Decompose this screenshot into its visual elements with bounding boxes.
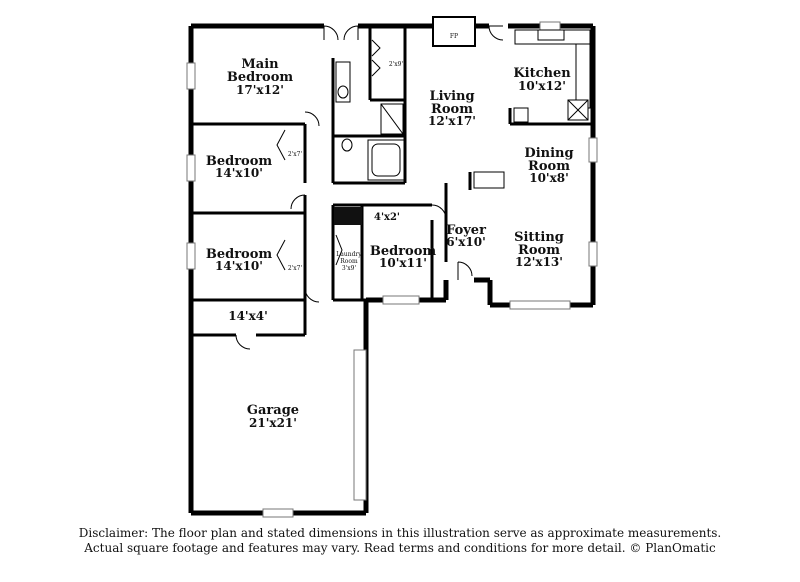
storage-dim: 14'x4' xyxy=(228,309,268,323)
closet-main-dim: 2'x9' xyxy=(389,61,404,68)
disclaimer-line-1: Disclaimer: The floor plan and stated di… xyxy=(78,526,722,540)
kitchen-name: Kitchen xyxy=(513,66,571,81)
garage-name: Garage xyxy=(247,403,299,418)
closet-block xyxy=(334,207,362,225)
fireplace-label: FP xyxy=(450,33,458,40)
fireplace: FP xyxy=(432,16,476,47)
main-bedroom-name-1: Main xyxy=(241,57,279,72)
laundry-dim: 3'x9' xyxy=(342,265,357,272)
living-room-name-1: Living xyxy=(429,89,474,104)
sitting-room-name-2: Room xyxy=(518,243,560,258)
disclaimer-line-2: Actual square footage and features may v… xyxy=(84,541,716,555)
bedroom-2-name: Bedroom xyxy=(206,154,273,169)
laundry-name-1: Laundry xyxy=(336,251,362,258)
kitchen-dim: 10'x12' xyxy=(518,79,566,93)
living-room-name-2: Room xyxy=(431,102,473,117)
sitting-room-dim: 12'x13' xyxy=(515,255,563,269)
garage-door xyxy=(353,349,367,501)
bedroom-3-dim: 14'x10' xyxy=(215,259,263,273)
bedroom-2-dim: 14'x10' xyxy=(215,166,263,180)
floor-plan: FP xyxy=(186,16,598,518)
fixtures xyxy=(335,29,591,189)
living-room-dim: 12'x17' xyxy=(428,114,476,128)
main-bedroom-dim: 17'x12' xyxy=(236,83,284,97)
sitting-room-name-1: Sitting xyxy=(514,230,564,245)
doors xyxy=(235,25,504,350)
foyer-name: Foyer xyxy=(446,223,486,238)
garage-dim: 21'x21' xyxy=(249,416,297,430)
dining-room-dim: 10'x8' xyxy=(529,171,569,185)
closet-b2-dim: 2'x7' xyxy=(288,151,303,158)
bedroom-3-name: Bedroom xyxy=(206,247,273,262)
closet-b3-dim: 2'x7' xyxy=(288,265,303,272)
foyer-dim: 6'x10' xyxy=(446,235,486,249)
interior-walls xyxy=(193,26,593,337)
closet-b4-dim: 4'x2' xyxy=(374,212,400,223)
bedroom-4-dim: 10'x11' xyxy=(379,256,427,270)
bedroom-4-name: Bedroom xyxy=(370,244,437,259)
dining-room-name-1: Dining xyxy=(524,146,573,161)
main-bedroom-name-2: Bedroom xyxy=(227,70,294,85)
dining-room-name-2: Room xyxy=(528,159,570,174)
laundry-name-2: Room xyxy=(340,258,358,265)
windows xyxy=(186,21,598,518)
